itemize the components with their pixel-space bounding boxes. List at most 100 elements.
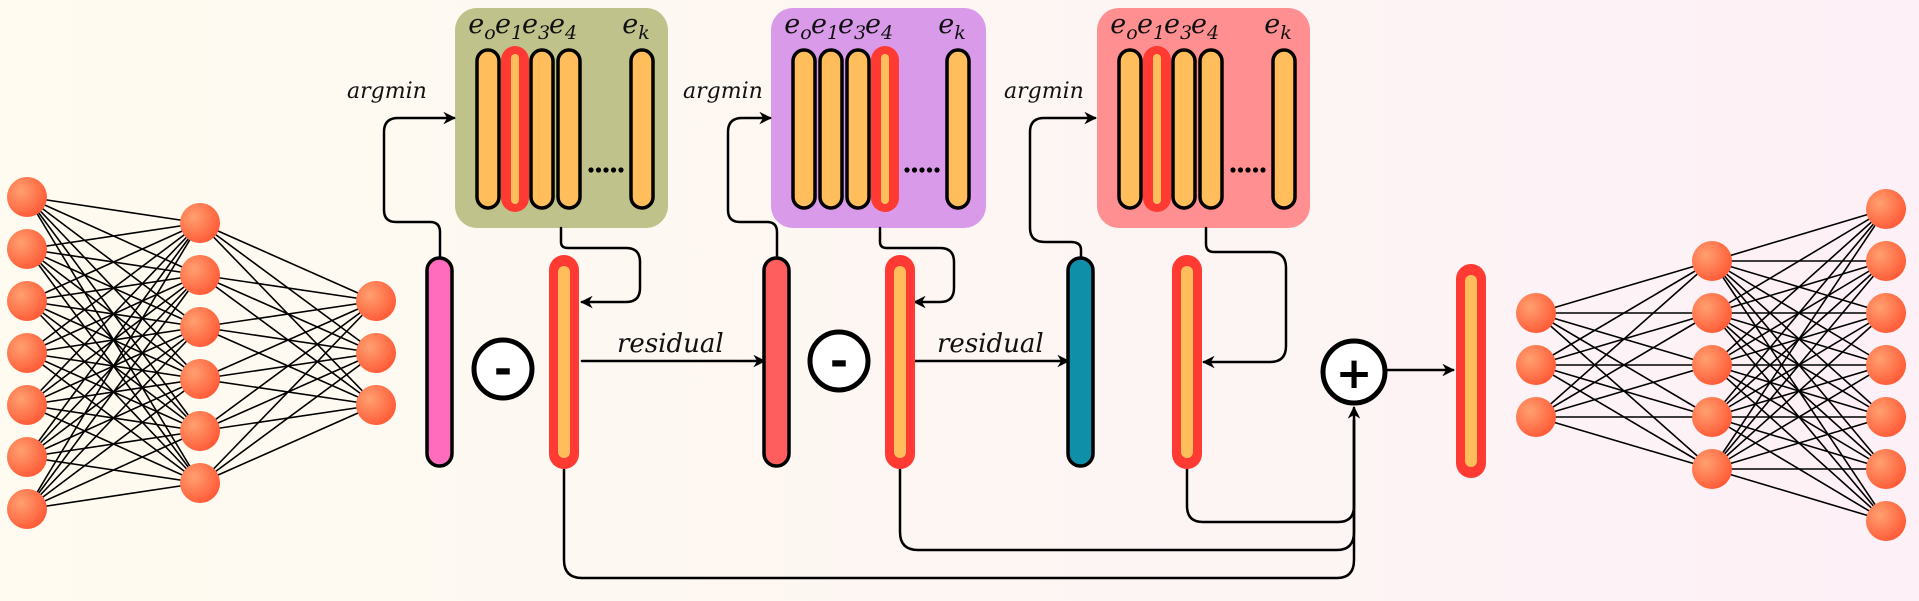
code-label-e4: e4: [1191, 9, 1219, 44]
decoder-connection: [1711, 208, 1887, 262]
encoder-connection: [199, 222, 377, 302]
ellipsis-dot: [588, 167, 594, 173]
code-label-e0: eo: [1110, 9, 1137, 44]
code-vector: [1171, 48, 1197, 210]
code-label-e3: e3: [838, 9, 866, 44]
encoder-neuron-l2: [356, 385, 396, 425]
wire-argmin-3: [1028, 111, 1097, 260]
encoder-connection: [26, 222, 201, 250]
encoder-neuron-l0: [7, 229, 47, 269]
encoder-connection: [26, 196, 201, 224]
add-operator: +: [1320, 338, 1388, 406]
subtract-operator-2: -: [807, 329, 871, 393]
encoder-neuron-l1: [180, 307, 220, 347]
code-vector: [1117, 48, 1143, 210]
decoder-connection: [1535, 364, 1713, 418]
code-label-ek: ek: [938, 9, 966, 44]
encoder-connection: [26, 222, 201, 458]
decoder-neuron-l0: [1516, 345, 1556, 385]
wire-quantized-1: [559, 226, 642, 309]
decoder-connection: [1535, 260, 1713, 314]
code-vector: [818, 48, 844, 210]
decoder-neuron-l1: [1692, 293, 1732, 333]
argmin-label-1: argmin: [347, 79, 427, 104]
encoder-connection: [199, 300, 377, 328]
code-vector: [1198, 48, 1224, 210]
code-label-e0: eo: [784, 9, 811, 44]
decoder-neuron-l2: [1866, 449, 1906, 489]
decoder-connection: [1711, 416, 1887, 470]
decoder-connection: [1711, 208, 1887, 314]
encoder-neuron-l2: [356, 333, 396, 373]
ellipsis-dot: [1237, 167, 1244, 173]
decoder-connection: [1711, 312, 1887, 470]
code-label-e0: eo: [468, 9, 495, 44]
selected-code-core: [511, 54, 519, 204]
code-label-ek: ek: [1264, 9, 1292, 44]
encoder-neuron-l1: [180, 463, 220, 503]
wire-quantized-2: [878, 226, 956, 309]
decoder-connection: [1711, 468, 1887, 522]
decoder-neuron-l1: [1692, 449, 1732, 489]
decoder-neurons: [1516, 189, 1906, 541]
encoder-neuron-l1: [180, 203, 220, 243]
selected-code-core: [881, 54, 889, 204]
encoder-neuron-l0: [7, 177, 47, 217]
residual-label-2: residual: [937, 329, 1044, 359]
ellipsis-dot: [618, 167, 624, 173]
decoder-neuron-l2: [1866, 293, 1906, 333]
encoder-neuron-l0: [7, 385, 47, 425]
encoder-neuron-l0: [7, 489, 47, 529]
subtract-sign: -: [494, 344, 512, 395]
encoder-neuron-l0: [7, 437, 47, 477]
decoder-neuron-l2: [1866, 397, 1906, 437]
decoder-connection: [1535, 260, 1713, 366]
quantized-vector-2: [885, 255, 915, 469]
code-vector: [791, 48, 817, 210]
wire-sum-3: [1185, 406, 1361, 524]
code-label-e1: e1: [811, 9, 839, 44]
encoder-connection: [26, 326, 201, 510]
encoder-neuron-l1: [180, 255, 220, 295]
code-label-e4: e4: [549, 9, 577, 44]
ellipsis-dot: [904, 167, 910, 173]
encoder-connection: [26, 222, 201, 406]
subtract-sign: -: [830, 336, 848, 387]
ellipsis-dot: [919, 167, 925, 173]
selected-code-core: [1153, 54, 1161, 204]
ellipsis-dot: [1260, 167, 1266, 173]
encoder-neurons: [7, 177, 396, 529]
add-sign: +: [1336, 348, 1373, 399]
decoder-neuron-l2: [1866, 189, 1906, 229]
decoder-network: [1516, 189, 1906, 541]
wire-argmin-1: [382, 111, 456, 260]
decoder-connection: [1711, 208, 1887, 366]
decoder-connections: [1535, 208, 1887, 522]
input-vector: [425, 256, 454, 468]
residual-vector-1: [762, 256, 791, 468]
ellipsis-dot: [911, 167, 918, 173]
diagram-labels: argmin argmin argmin residual residual: [347, 79, 1084, 359]
code-vector: [945, 48, 971, 210]
encoder-connection: [26, 274, 201, 510]
decoder-connection: [1711, 364, 1887, 470]
decoder-neuron-l2: [1866, 501, 1906, 541]
subtract-operator-1: -: [471, 337, 535, 401]
decoder-neuron-l1: [1692, 397, 1732, 437]
quantized-vector-3: [1172, 255, 1202, 469]
ellipsis-dot: [603, 167, 609, 173]
encoder-connection: [199, 352, 377, 484]
decoder-connection: [1711, 208, 1887, 418]
encoder-connection: [26, 482, 201, 510]
connections: [382, 111, 1455, 580]
code-label-e1: e1: [1137, 9, 1165, 44]
encoder-network: [7, 177, 396, 529]
ellipsis-dot: [1252, 167, 1259, 173]
encoder-connection: [26, 222, 201, 510]
wire-quantized-3: [1202, 226, 1288, 369]
argmin-label-3: argmin: [1004, 79, 1084, 104]
